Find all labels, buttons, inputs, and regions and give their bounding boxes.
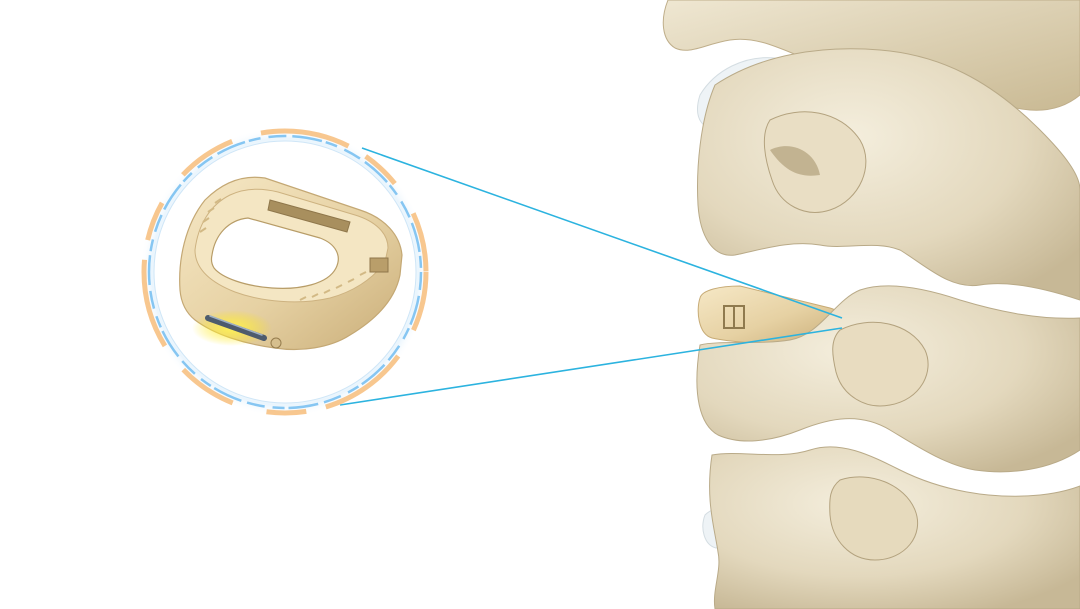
implant-cage — [179, 176, 403, 351]
vertebra-second-facet — [763, 111, 867, 213]
radiographic-marker — [205, 315, 267, 341]
vertebra-bottom-facet — [829, 476, 919, 561]
callout-line-upper — [361, 147, 843, 319]
callout-lines — [339, 147, 843, 406]
callout-line-lower — [339, 327, 843, 406]
ring-orange-glow — [141, 128, 429, 416]
magnifier-callout — [140, 127, 430, 417]
vertebra-third-facet — [832, 321, 929, 407]
cervical-spine — [662, 0, 1080, 609]
vertebra-second-shadow — [770, 146, 820, 176]
vertebra-second — [697, 48, 1080, 301]
ring-blue-electric — [147, 134, 423, 410]
